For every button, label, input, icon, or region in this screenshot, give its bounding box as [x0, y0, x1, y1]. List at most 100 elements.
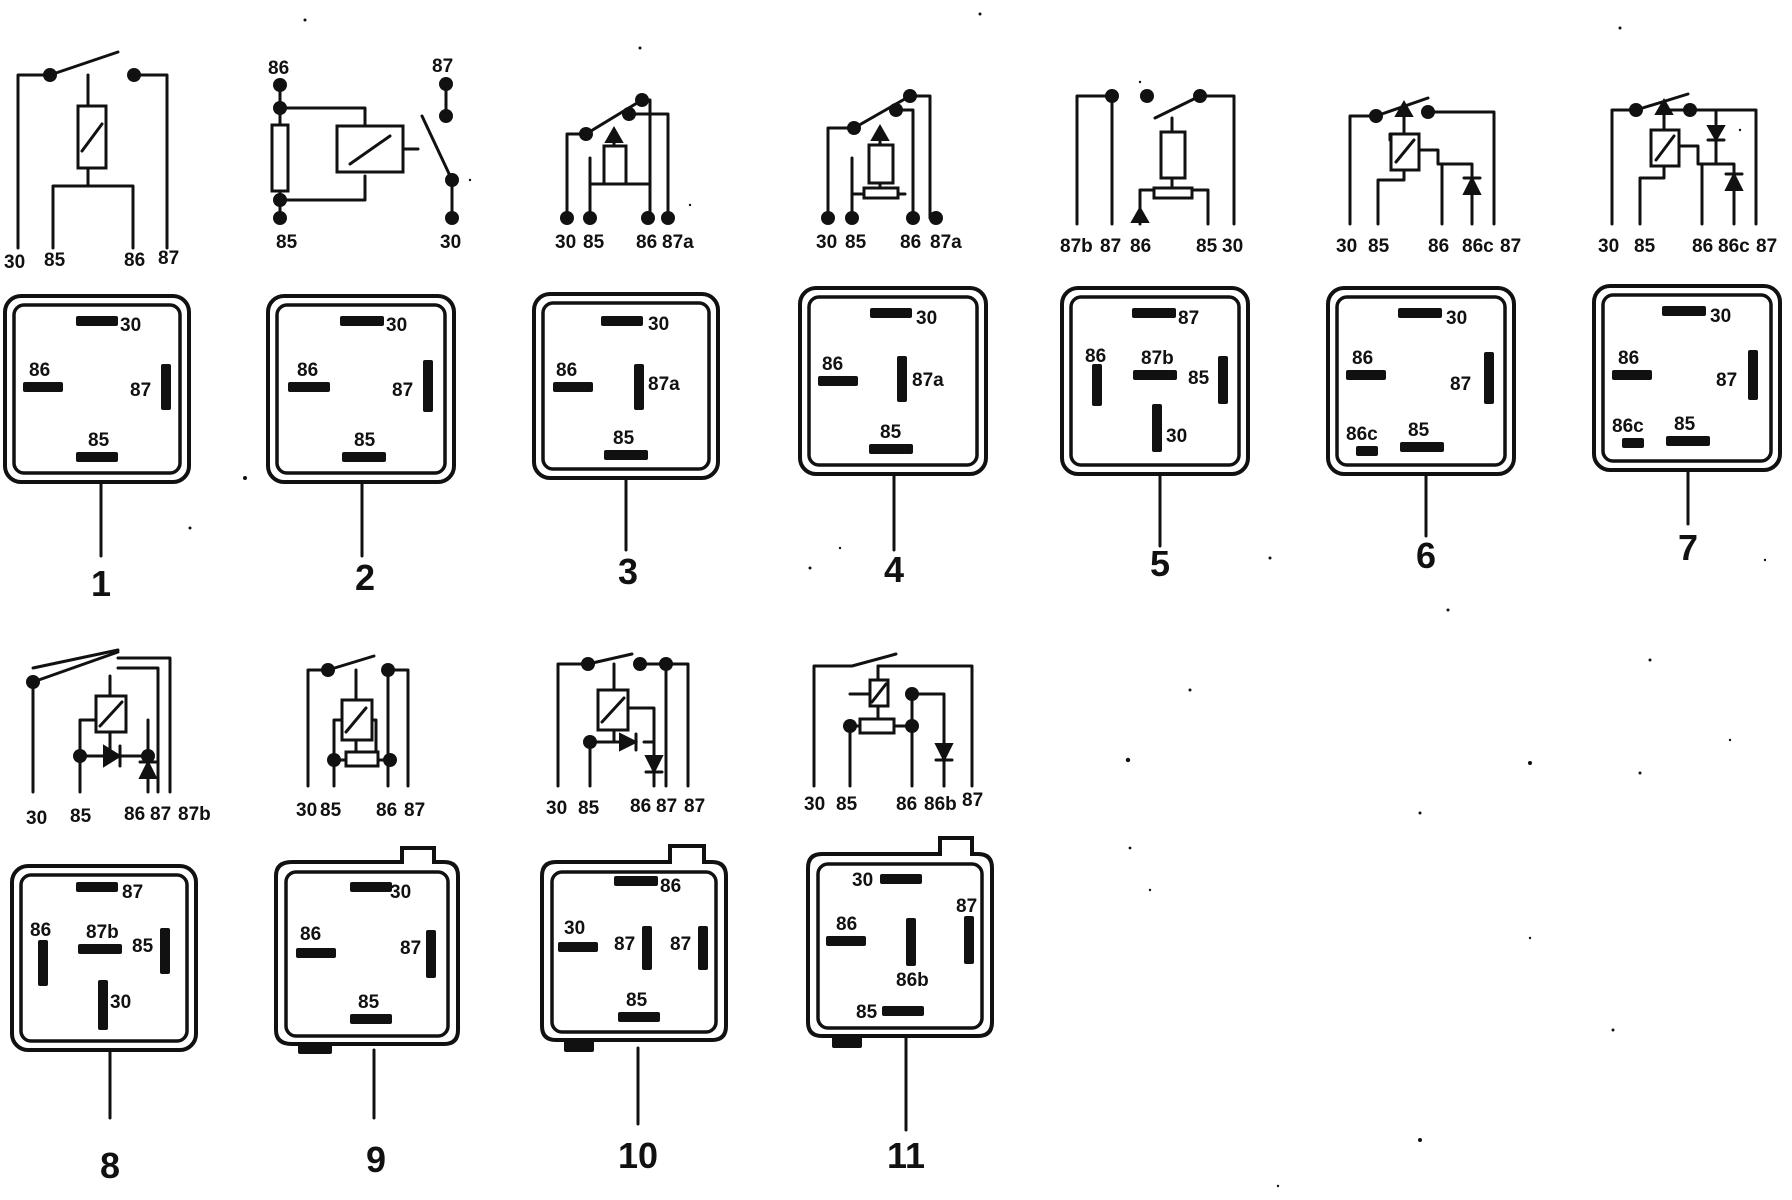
relay-8-pin-87: 87 — [122, 882, 143, 903]
relay-7-terminal-86c: 86c — [1718, 236, 1750, 257]
relay-8-schematic: 30 85 86 87 87b — [26, 648, 211, 829]
relay-3-terminal-86: 86 — [636, 232, 657, 253]
relay-10-number: 10 — [618, 1135, 658, 1176]
relay-10-pin-87-right: 87 — [670, 934, 691, 955]
relay-11-terminal-86: 86 — [896, 794, 917, 815]
relay-11-pin-86b: 86b — [896, 970, 929, 991]
relay-2-terminal-30: 30 — [440, 232, 461, 253]
relay-7-terminal-87: 87 — [1756, 236, 1777, 257]
relay-8-pin-30: 30 — [110, 992, 131, 1013]
relay-1-pin-86: 86 — [29, 360, 50, 381]
relay-4-terminal-87a: 87a — [930, 232, 962, 253]
relay-10-base: 86 30 87 87 85 — [540, 844, 728, 1052]
relay-9-pin-85: 85 — [358, 992, 380, 1013]
relay-10: 30 85 86 87 87 86 30 87 87 85 10 — [540, 652, 728, 1176]
relay-8-terminal-87: 87 — [150, 804, 171, 825]
relay-7-pin-86: 86 — [1618, 348, 1639, 369]
relay-2-pin-87: 87 — [392, 380, 413, 401]
relay-6: 30 85 86 86c 87 30 86 87 86c 85 6 — [1326, 96, 1521, 576]
relay-9-pin-30: 30 — [390, 882, 411, 903]
relay-10-pin-87-left: 87 — [614, 934, 635, 955]
relay-7-number: 7 — [1678, 527, 1698, 568]
relay-3-terminal-87a: 87a — [662, 232, 694, 253]
relay-8-number: 8 — [100, 1145, 120, 1186]
relay-3-pin-30: 30 — [648, 314, 669, 335]
relay-3-terminal-30: 30 — [555, 232, 576, 253]
relay-7-schematic: 30 85 86 86c 87 — [1598, 92, 1777, 257]
relay-11-terminal-87: 87 — [962, 790, 983, 811]
relay-2-schematic: 86 87 85 30 — [268, 56, 461, 253]
relay-7-terminal-85: 85 — [1634, 236, 1656, 257]
relay-2-number: 2 — [355, 557, 375, 598]
relay-3-base: 30 86 87a 85 — [532, 292, 720, 480]
relay-3-number: 3 — [618, 551, 638, 592]
relay-8: 30 85 86 87 87b 87 86 87b 85 30 8 — [10, 648, 211, 1186]
relay-5-number: 5 — [1150, 543, 1170, 584]
relay-2-terminal-87: 87 — [432, 56, 453, 77]
relay-1-pin-85: 85 — [88, 430, 110, 451]
relay-4-schematic: 30 85 86 87a — [816, 89, 962, 253]
relay-8-terminal-30: 30 — [26, 808, 47, 829]
relay-10-terminal-86: 86 — [630, 796, 651, 817]
relay-10-pin-30: 30 — [564, 918, 585, 939]
relay-1-schematic: 30 85 86 87 — [4, 50, 179, 273]
relay-9-terminal-87: 87 — [404, 800, 425, 821]
relay-6-terminal-86c: 86c — [1462, 236, 1494, 257]
relay-1-base: 30 86 87 85 — [3, 294, 191, 484]
relay-9-terminal-86: 86 — [376, 800, 397, 821]
relay-3-terminal-85: 85 — [583, 232, 605, 253]
relay-4-pin-87a: 87a — [912, 370, 944, 391]
relay-10-terminal-85: 85 — [578, 798, 600, 819]
relay-1-terminal-30: 30 — [4, 252, 25, 273]
relay-10-terminal-87: 87 — [684, 796, 705, 817]
relay-1-number: 1 — [91, 563, 111, 604]
relay-9-number: 9 — [366, 1139, 386, 1180]
relay-6-number: 6 — [1416, 535, 1436, 576]
relay-4-terminal-30: 30 — [816, 232, 837, 253]
relay-7-pin-85: 85 — [1674, 414, 1696, 435]
relay-6-pin-30: 30 — [1446, 308, 1467, 329]
relay-11-pin-30: 30 — [852, 870, 873, 891]
relay-8-pin-86: 86 — [30, 920, 51, 941]
relay-6-schematic: 30 85 86 86c 87 — [1336, 96, 1521, 257]
relay-4-number: 4 — [884, 549, 904, 590]
relay-8-pin-87b: 87b — [86, 922, 119, 943]
relay-6-pin-86c: 86c — [1346, 424, 1378, 445]
relay-6-pin-87: 87 — [1450, 374, 1471, 395]
relay-4-terminal-86: 86 — [900, 232, 921, 253]
relay-3-pin-86: 86 — [556, 360, 577, 381]
relay-4-pin-30: 30 — [916, 308, 937, 329]
relay-9-pin-87: 87 — [400, 938, 421, 959]
relay-8-terminal-86: 86 — [124, 804, 145, 825]
relay-8-terminal-87b: 87b — [178, 804, 211, 825]
relay-11-terminal-86b: 86b — [924, 794, 957, 815]
relay-11-base: 30 86 87 86b 85 — [806, 836, 994, 1048]
relay-11-terminal-85: 85 — [836, 794, 858, 815]
relay-9-terminal-85: 85 — [320, 800, 342, 821]
relay-9-terminal-30: 30 — [296, 800, 317, 821]
relay-1: 30 85 86 87 30 86 87 85 1 — [3, 50, 191, 604]
relay-2-pin-86: 86 — [297, 360, 318, 381]
relay-6-terminal-85: 85 — [1368, 236, 1390, 257]
relay-5-pin-87: 87 — [1178, 308, 1199, 329]
relay-7-base: 30 86 87 86c 85 — [1592, 284, 1782, 472]
relay-11-pin-86: 86 — [836, 914, 857, 935]
relay-7-terminal-30: 30 — [1598, 236, 1619, 257]
relay-2-terminal-86: 86 — [268, 58, 289, 79]
relay-3-pin-87a: 87a — [648, 374, 680, 395]
relay-1-terminal-85: 85 — [44, 250, 66, 271]
relay-6-terminal-86: 86 — [1428, 236, 1449, 257]
relay-9-base: 30 86 87 85 — [274, 846, 460, 1054]
relay-8-base: 87 86 87b 85 30 — [10, 864, 198, 1052]
relay-2-pin-30: 30 — [386, 315, 407, 336]
relay-2: 86 87 85 30 30 86 87 85 2 — [266, 56, 461, 598]
relay-6-base: 30 86 87 86c 85 — [1326, 286, 1516, 476]
relay-6-pin-86: 86 — [1352, 348, 1373, 369]
relay-7: 30 85 86 86c 87 30 86 87 86c 85 7 — [1592, 92, 1782, 568]
relay-2-base: 30 86 87 85 — [266, 294, 456, 484]
relay-5-pin-85: 85 — [1188, 368, 1210, 389]
relay-1-pin-87: 87 — [130, 380, 151, 401]
relay-4: 30 85 86 87a 30 86 87a 85 4 — [798, 89, 988, 590]
relay-5-terminal-87: 87 — [1100, 236, 1121, 257]
